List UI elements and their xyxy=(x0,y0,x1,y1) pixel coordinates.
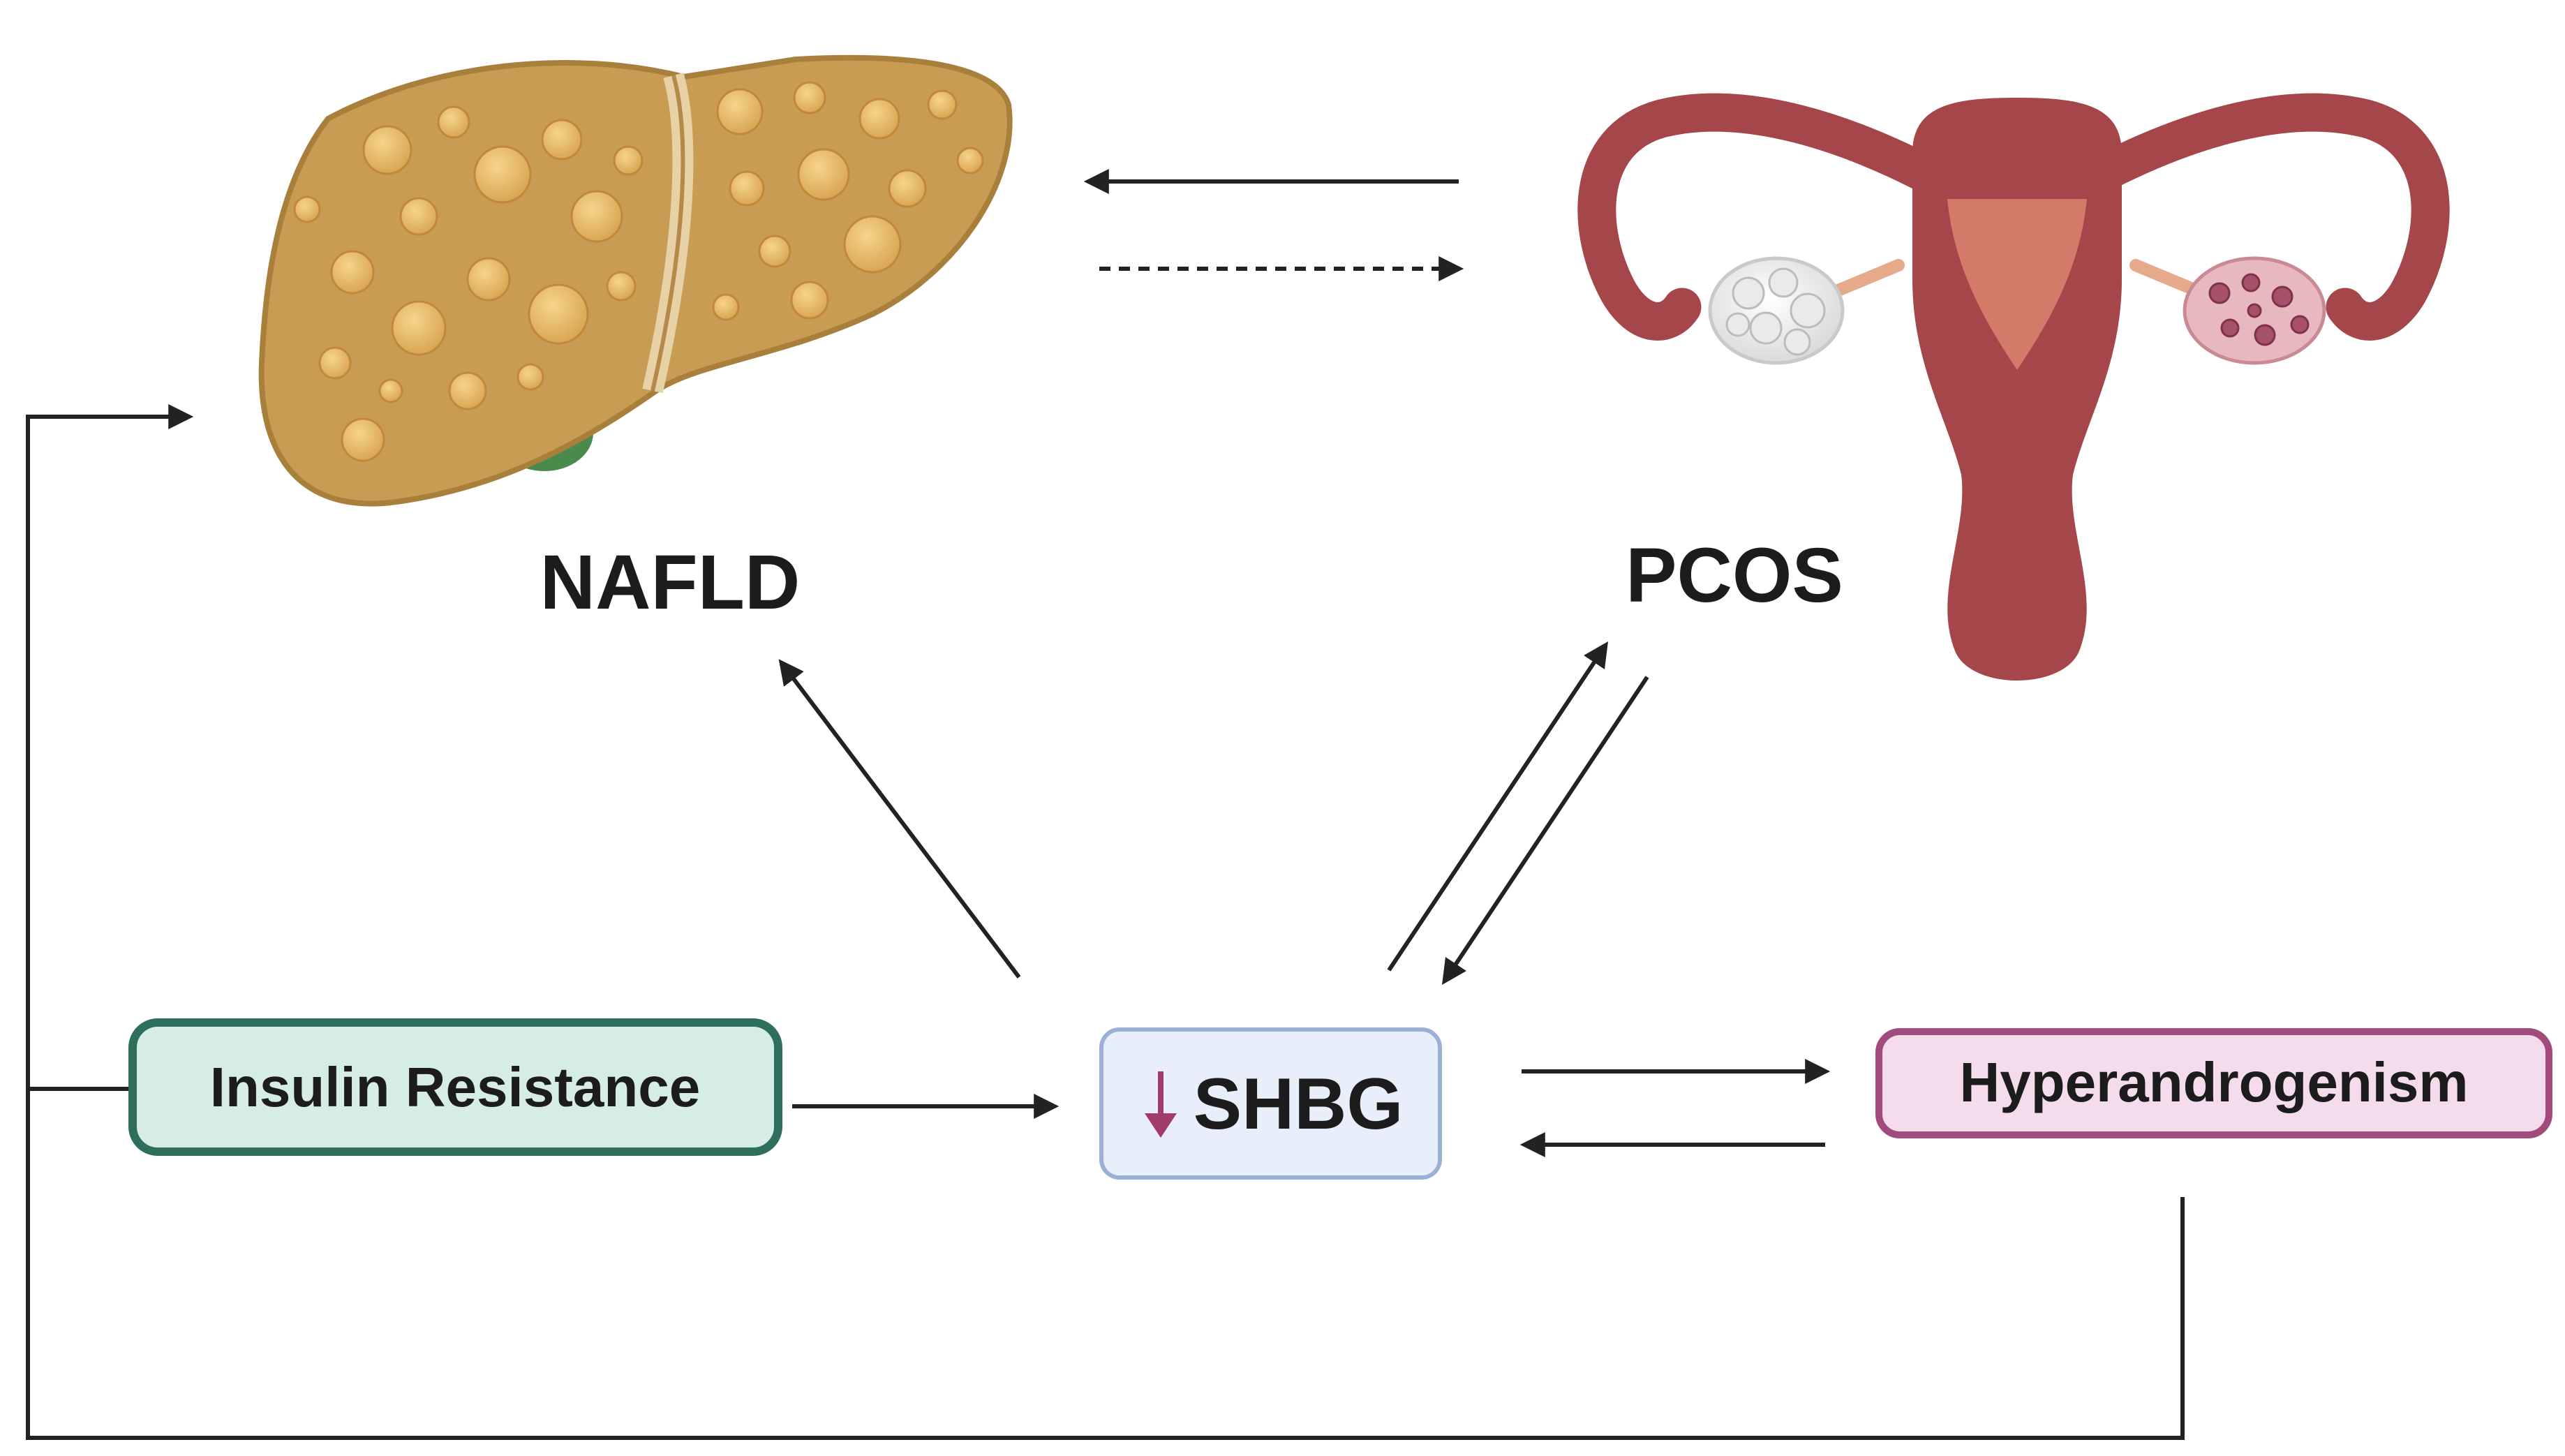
hyperandrogenism-label: Hyperandrogenism xyxy=(1959,1051,2468,1113)
insulin-resistance-label: Insulin Resistance xyxy=(210,1056,700,1118)
nafld-label: NAFLD xyxy=(540,540,801,625)
shbg-label: SHBG xyxy=(1194,1064,1403,1145)
uterus-ovaries-icon xyxy=(1577,93,2450,681)
arrow-pcos-to-shbg xyxy=(1442,676,1649,985)
arrow-feedback-to-nafld xyxy=(26,404,194,1089)
loop-from-hyperandrogenism xyxy=(26,1089,2185,1440)
arrow-shbg-to-nafld xyxy=(778,659,1021,979)
shbg-box: SHBG xyxy=(1099,1027,1442,1180)
hyperandrogenism-box: Hyperandrogenism xyxy=(1875,1028,2552,1138)
insulin-resistance-box: Insulin Resistance xyxy=(128,1018,782,1156)
down-arrow-icon xyxy=(1145,1071,1177,1138)
fatty-liver-icon xyxy=(258,54,1013,507)
arrow-shbg-to-pcos xyxy=(1387,641,1608,972)
pcos-label: PCOS xyxy=(1626,533,1843,618)
